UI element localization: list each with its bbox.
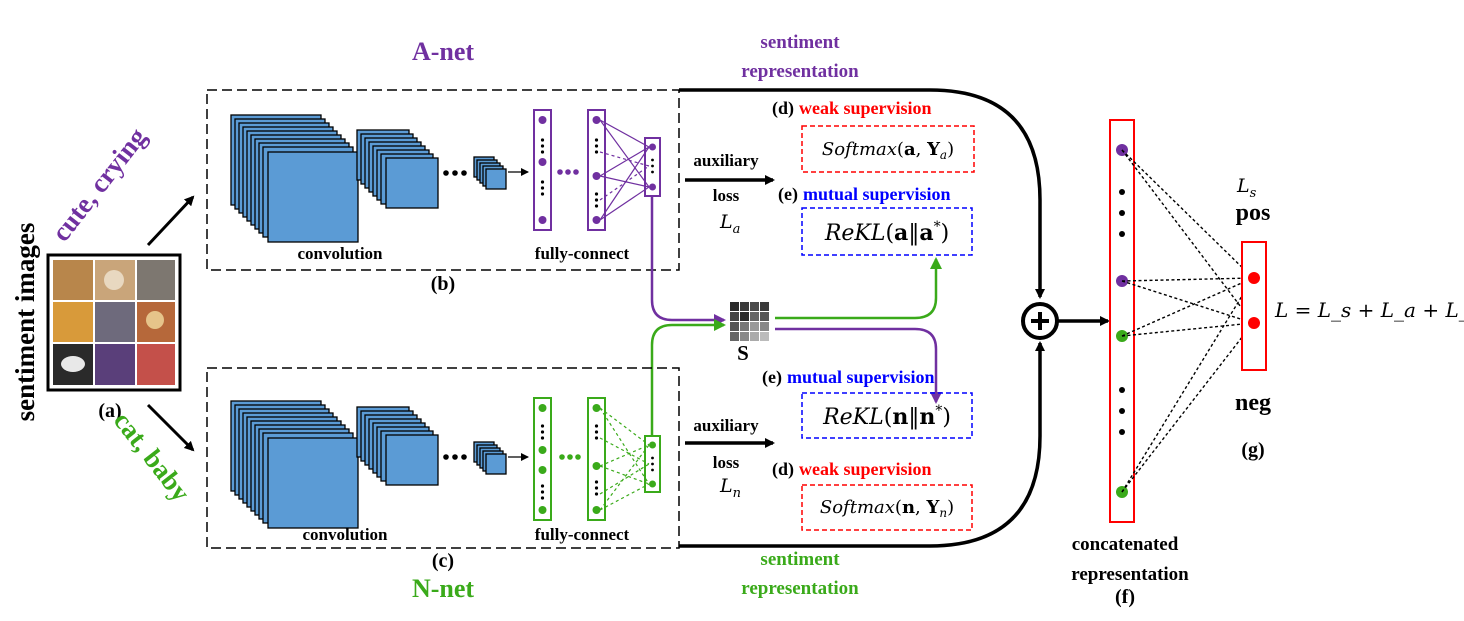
grid-matrix-icon bbox=[730, 302, 769, 341]
a-net-convolution-label: convolution bbox=[297, 244, 383, 263]
sentiment-images-label: sentiment images bbox=[10, 223, 40, 422]
n-net-aux-loss-line2: loss bbox=[713, 453, 740, 472]
a-net-aux-loss-symbol: La bbox=[719, 211, 740, 237]
n-net-rep-line2: representation bbox=[741, 578, 859, 599]
n-net-conv-stack-1 bbox=[230, 400, 359, 529]
concat-label-line2: representation bbox=[1071, 564, 1189, 585]
sentiment-image-collage bbox=[46, 253, 182, 392]
weak-supervision-n-formula: Softmax(n, Yn) bbox=[820, 497, 954, 520]
noun-label: cat, baby bbox=[108, 406, 197, 508]
output-label-g: (g) bbox=[1241, 439, 1264, 461]
n-net-title: N-net bbox=[412, 574, 474, 603]
concat-label-line1: concatenated bbox=[1072, 534, 1179, 555]
mutual-supervision-n-formula: ReKL(n‖n*) bbox=[822, 403, 951, 430]
a-net-rep-line1: sentiment bbox=[760, 32, 840, 53]
output-connections bbox=[1121, 149, 1254, 493]
n-net-frame bbox=[206, 367, 680, 549]
a-net-conv-stack-2 bbox=[356, 129, 439, 209]
n-net-fc-layers bbox=[533, 397, 661, 521]
n-net-convolution-label: convolution bbox=[302, 525, 388, 544]
weak-supervision-n-box bbox=[801, 484, 973, 531]
n-net-label: (c) bbox=[432, 550, 454, 572]
neg-label: neg bbox=[1235, 390, 1271, 416]
weak-supervision-a-formula: Softmax(a, Ya) bbox=[822, 139, 954, 162]
mutual-supervision-n-title: (e)mutual supervision bbox=[762, 367, 935, 388]
arrow-to-a-net bbox=[146, 195, 195, 247]
a-net-conv-stack-3 bbox=[473, 156, 507, 190]
n-net-conv-stack-3 bbox=[473, 441, 507, 475]
weak-supervision-n-title: (d)weak supervision bbox=[772, 459, 932, 480]
n-net-rep-line1: sentiment bbox=[760, 549, 840, 570]
similarity-label: S bbox=[737, 341, 749, 365]
a-net-frame bbox=[206, 89, 680, 271]
a-net-to-similarity-arrow bbox=[650, 196, 726, 326]
weak-supervision-a-box bbox=[801, 125, 975, 173]
a-net-aux-loss-line2: loss bbox=[713, 186, 740, 205]
n-net-ellipsis bbox=[443, 454, 467, 460]
output-loss-symbol: Ls bbox=[1236, 175, 1257, 201]
n-net-aux-loss-line1: auxiliary bbox=[693, 416, 759, 435]
mutual-supervision-a-formula: ReKL(a‖a*) bbox=[824, 219, 949, 246]
a-net-rep-line2: representation bbox=[741, 61, 859, 82]
a-net-representation-path bbox=[679, 88, 1045, 299]
weak-supervision-a-title: (d)weak supervision bbox=[772, 98, 932, 119]
similarity-to-mutual-a-arrow bbox=[775, 257, 942, 320]
similarity-to-mutual-n-arrow bbox=[775, 327, 942, 404]
n-net-conv-stack-2 bbox=[356, 406, 439, 486]
output-vector bbox=[1241, 241, 1267, 371]
adjective-label: cute, crying bbox=[46, 122, 153, 247]
circle-plus-icon bbox=[1021, 302, 1059, 340]
a-net-fc-label: fully-connect bbox=[535, 244, 630, 263]
total-loss-equation: L = L_s + L_a + L_n bbox=[1274, 298, 1464, 322]
input-label: (a) bbox=[98, 400, 121, 422]
a-net-title: A-net bbox=[412, 37, 474, 66]
mutual-supervision-n-box bbox=[801, 392, 973, 439]
a-net-aux-loss-line1: auxiliary bbox=[693, 151, 759, 170]
arrow-to-n-net bbox=[146, 403, 195, 452]
n-net-to-similarity-arrow bbox=[650, 319, 726, 440]
a-net-label: (b) bbox=[431, 273, 455, 295]
n-net-fc-label: fully-connect bbox=[535, 525, 630, 544]
concat-label-f: (f) bbox=[1115, 586, 1135, 608]
mutual-supervision-a-box bbox=[801, 207, 973, 256]
n-net-aux-loss-symbol: Ln bbox=[719, 475, 741, 501]
mutual-supervision-a-title: (e)mutual supervision bbox=[778, 184, 951, 205]
concatenated-representation-vector bbox=[1109, 119, 1135, 523]
n-net-representation-path bbox=[679, 341, 1045, 548]
a-net-fc-layers bbox=[533, 109, 661, 231]
a-net-conv-stack-1 bbox=[230, 114, 359, 243]
a-net-ellipsis bbox=[443, 170, 467, 176]
pos-label: pos bbox=[1236, 200, 1271, 226]
